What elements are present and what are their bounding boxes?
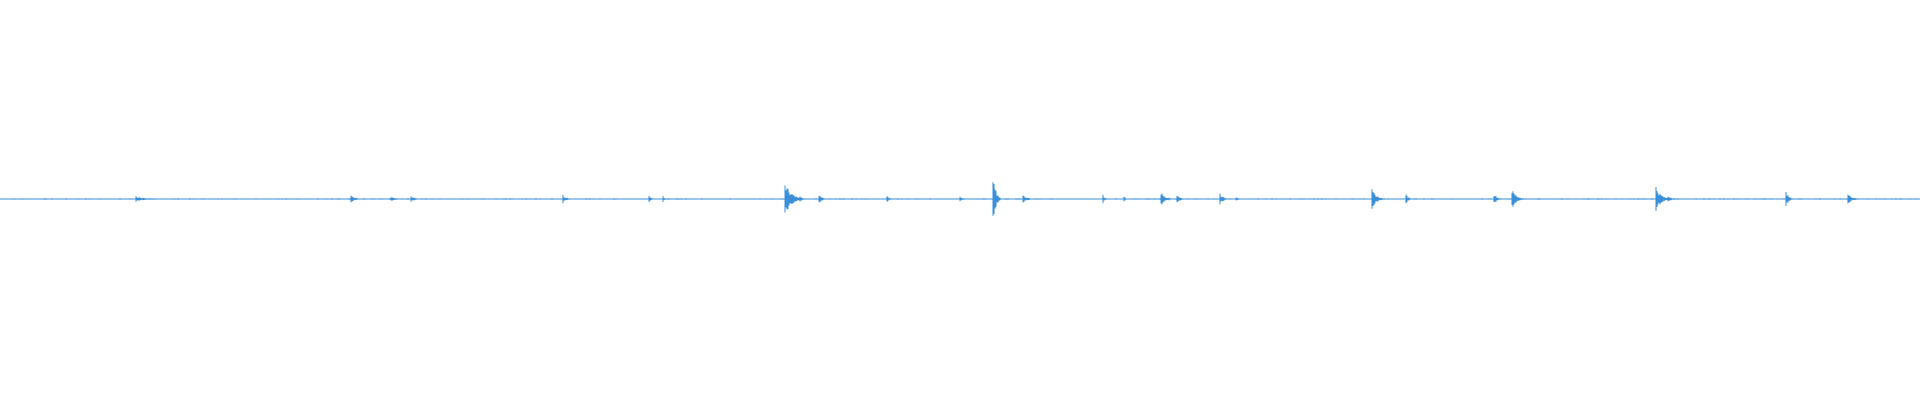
waveform-trace: [0, 182, 1919, 216]
